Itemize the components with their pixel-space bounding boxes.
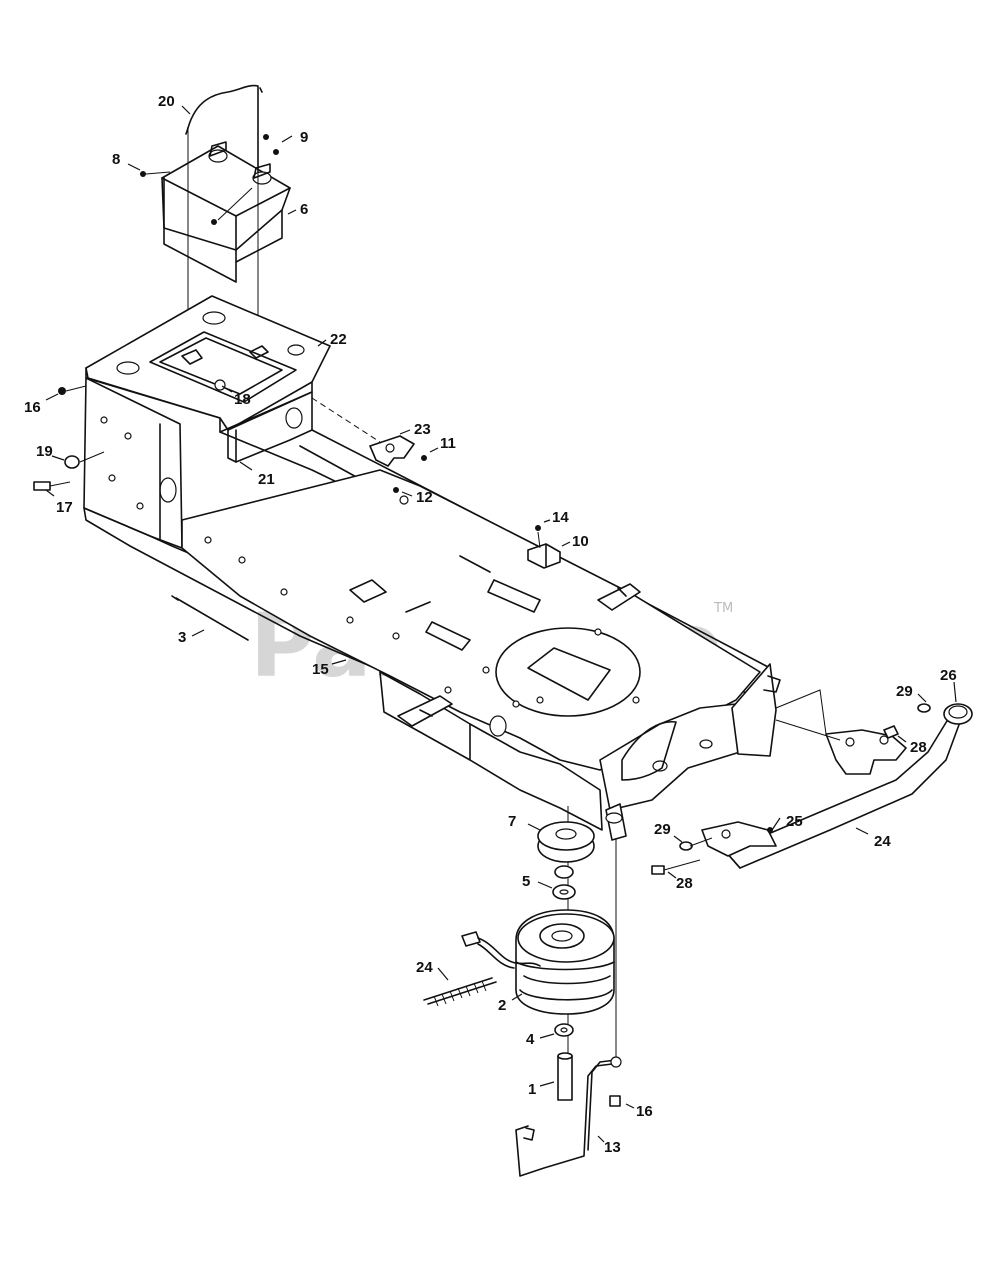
callout-27: 26	[940, 667, 957, 684]
callout-28a: 28	[910, 739, 927, 756]
callout-1: 1	[528, 1081, 536, 1098]
callout-16b: 16	[636, 1103, 653, 1120]
flat-washer-lower	[554, 1023, 574, 1037]
main-frame	[83, 377, 781, 841]
callout-24: 24	[416, 959, 433, 976]
callout-19: 19	[36, 443, 53, 460]
clutch-spring	[423, 977, 497, 1007]
callout-13: 13	[604, 1139, 621, 1156]
battery-hardware	[140, 134, 279, 225]
switch-block	[527, 525, 561, 569]
callout-26: 25	[786, 813, 803, 830]
clutch-bracket-rod	[515, 1056, 622, 1177]
callout-9: 9	[300, 129, 308, 146]
guide-line	[775, 719, 841, 741]
callout-23: 23	[414, 421, 431, 438]
callout-14: 14	[552, 509, 569, 526]
callout-11: 11	[440, 435, 456, 452]
idler-pulley	[537, 821, 595, 863]
callout-29b: 29	[654, 821, 671, 838]
callout-17: 17	[56, 499, 73, 516]
callout-10: 10	[572, 533, 589, 550]
callout-12: 12	[416, 489, 433, 506]
clutch-wire-harness	[461, 931, 541, 969]
callout-20: 20	[158, 93, 175, 110]
callout-2: 2	[498, 997, 506, 1014]
callout-8: 8	[112, 151, 120, 168]
battery-tray	[85, 295, 331, 433]
callout-4: 4	[526, 1031, 535, 1048]
guide-line	[775, 689, 827, 735]
callouts: 20 8 9 6 22 18 16 19 17 21 23 11 12 14 1…	[24, 93, 957, 1156]
clutch-bolt	[557, 1052, 573, 1101]
hitch-collar	[943, 703, 973, 725]
callout-16a: 16	[24, 399, 41, 416]
callout-3: 3	[178, 629, 186, 646]
callout-18: 18	[234, 391, 251, 408]
hitch-plate	[825, 729, 907, 775]
electric-clutch	[515, 909, 615, 1015]
frame-hardware-left	[33, 385, 105, 491]
callout-7: 7	[508, 813, 516, 830]
callout-15: 15	[312, 661, 329, 678]
callout-29a: 29	[896, 683, 913, 700]
callout-22: 22	[330, 331, 347, 348]
lower-hitch-plate	[651, 703, 931, 875]
lock-nut	[393, 487, 399, 493]
callout-25: 24	[874, 833, 891, 850]
callout-5: 5	[522, 873, 530, 890]
callout-6: 6	[300, 201, 308, 218]
callout-21: 21	[258, 471, 275, 488]
callout-28b: 28	[676, 875, 693, 892]
pivot-bracket	[369, 435, 427, 467]
flat-washer-upper	[552, 865, 576, 900]
cable-tie	[171, 595, 249, 641]
guide-line	[311, 397, 381, 443]
watermark-trademark: TM	[713, 601, 733, 616]
